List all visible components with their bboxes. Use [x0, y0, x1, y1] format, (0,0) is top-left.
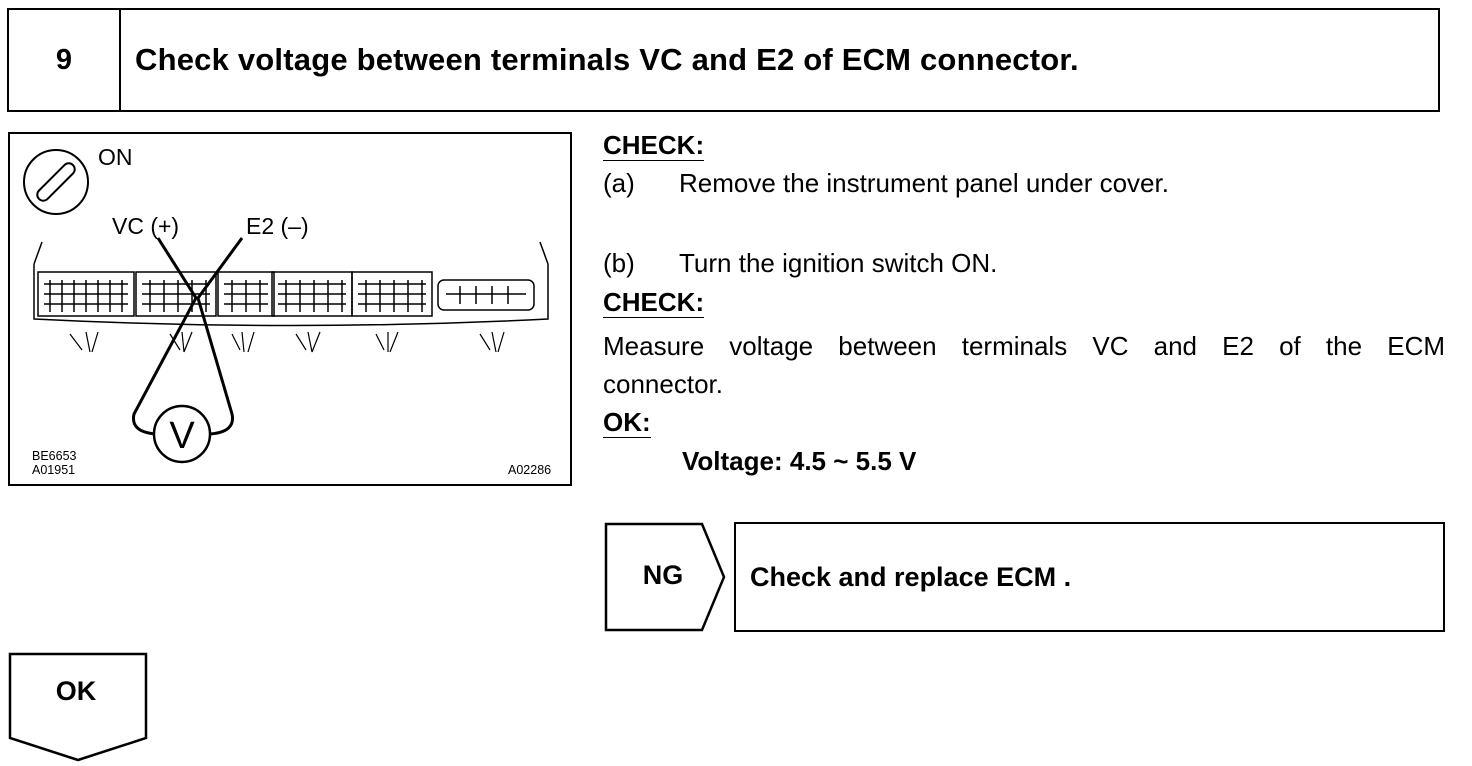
- step-header: 9 Check voltage between terminals VC and…: [7, 8, 1440, 112]
- step-title: Check voltage between terminals VC and E…: [135, 42, 1079, 77]
- step-a-text: Remove the instrument panel under cover.: [679, 168, 1169, 198]
- step-a: (a) Remove the instrument panel under cov…: [603, 168, 1169, 198]
- check-heading-2: CHECK:: [603, 287, 705, 318]
- step-b: (b) Turn the ignition switch ON.: [603, 248, 997, 278]
- vc-terminal-label: VC (+): [112, 213, 179, 239]
- voltage-spec: Voltage: 4.5 ~ 5.5 V: [682, 446, 917, 476]
- step-a-tag: (a): [603, 168, 635, 198]
- wire-harness: [69, 331, 505, 353]
- switch-on-label: ON: [98, 144, 133, 170]
- ng-label: NG: [642, 560, 684, 590]
- ng-action-box: Check and replace ECM .: [734, 522, 1445, 632]
- ecm-connector-diagram: ON VC (+) E2 (–) V BE66: [23, 144, 551, 477]
- ng-action-text: Check and replace ECM .: [750, 561, 1072, 592]
- check-heading-1: CHECK:: [603, 130, 705, 161]
- ok-heading: OK:: [603, 407, 651, 438]
- measure-instruction: Measure voltage between terminals VC and…: [603, 331, 1445, 361]
- ok-arrow-icon: [8, 652, 148, 762]
- e2-terminal-label: E2 (–): [246, 213, 309, 239]
- measure-instruction-cont: connector.: [603, 369, 723, 399]
- wiring-illustration: ON VC (+) E2 (–) V BE66: [8, 132, 572, 486]
- svg-text:V: V: [169, 415, 195, 457]
- ignition-key-icon: [23, 149, 89, 215]
- voltmeter-icon: V: [152, 404, 212, 464]
- ok-label: OK: [55, 676, 97, 706]
- step-number: 9: [9, 10, 121, 110]
- figure-code-3: A02286: [508, 463, 551, 477]
- step-b-text: Turn the ignition switch ON.: [679, 248, 998, 278]
- figure-code-1: BE6653: [32, 449, 77, 463]
- ecm-connectors: [37, 271, 535, 317]
- figure-code-2: A01951: [32, 463, 75, 477]
- meter-leads: [131, 237, 244, 436]
- step-b-tag: (b): [603, 248, 635, 278]
- ng-arrow-icon: [604, 522, 726, 632]
